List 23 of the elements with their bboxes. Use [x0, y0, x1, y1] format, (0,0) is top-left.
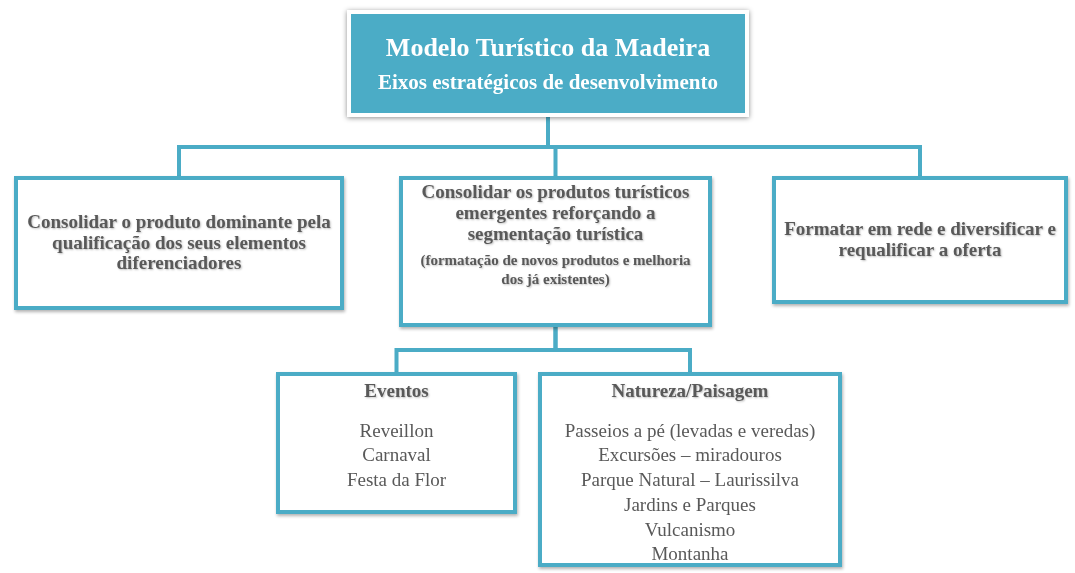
note-text: (formatação de novos produtos e melhoria dos já existentes)	[419, 250, 692, 290]
list-item: Parque Natural – Laurissilva	[581, 468, 799, 493]
axis-text: Formatar em rede e diversificar e requalificar a oferta	[783, 219, 1057, 261]
subtitle-text: Eixos estratégicos de desenvolvimento	[377, 70, 718, 94]
list-item: Festa da Flor	[346, 468, 447, 493]
list-item: Montanha	[651, 542, 729, 567]
axis-text: Consolidar os produtos turísticos emergentes reforçando a segmentação turística	[420, 182, 691, 245]
group-heading: Eventos	[364, 380, 429, 403]
axis-text: Consolidar o produto dominante pela qualificação dos seus elementos diferenciadores	[26, 211, 332, 275]
list-item: Excursões – miradouros	[598, 443, 782, 468]
list-item: Carnaval	[362, 443, 431, 468]
group-heading: Natureza/Paisagem	[611, 380, 769, 403]
list-item: Vulcanismo	[644, 517, 736, 542]
category-box	[276, 372, 517, 514]
list-item: Passeios a pé (levadas e veredas)	[564, 418, 816, 443]
list-item: Jardins e Parques	[624, 492, 756, 517]
axis-box	[399, 176, 712, 327]
category-box	[538, 372, 842, 567]
connector-line	[553, 327, 692, 372]
title-text: Modelo Turístico da Madeira	[385, 33, 711, 63]
axis-box	[772, 176, 1068, 304]
axis-box	[14, 176, 344, 310]
list-item: Reveillon	[359, 418, 434, 443]
